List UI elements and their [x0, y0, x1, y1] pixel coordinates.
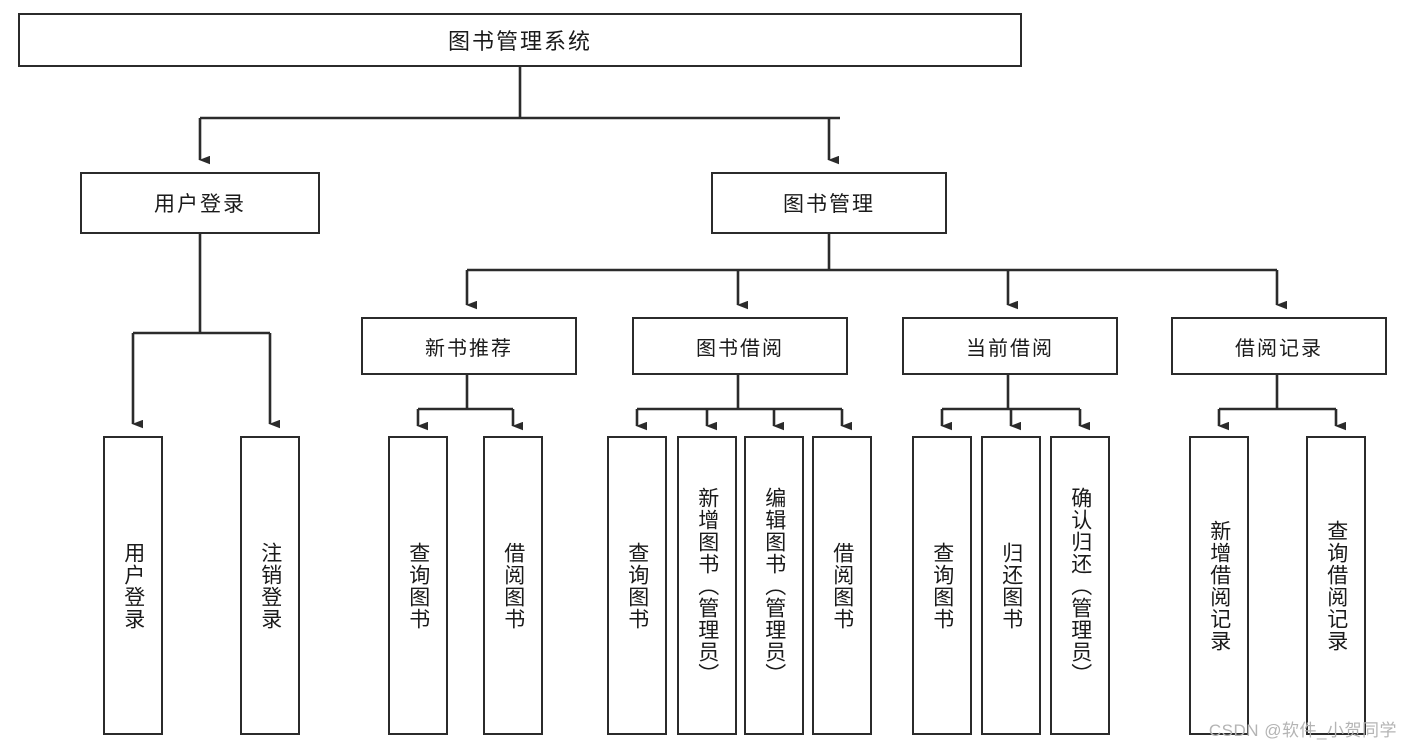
node-new-book-recommend[interactable]: 新书推荐	[361, 317, 577, 375]
leaf-query-book-current-label: 查询图书	[930, 541, 954, 630]
node-new-book-recommend-label: 新书推荐	[425, 337, 513, 360]
leaf-query-book-borrow[interactable]: 查询图书	[607, 436, 667, 735]
leaf-edit-book-admin[interactable]: 编辑图书（管理员）	[744, 436, 804, 735]
leaf-logout[interactable]: 注销登录	[240, 436, 300, 735]
leaf-add-borrow-record-label: 新增借阅记录	[1207, 519, 1231, 652]
node-book-management-label: 图书管理	[783, 193, 875, 216]
node-borrow-record-label: 借阅记录	[1235, 337, 1323, 360]
node-current-borrow[interactable]: 当前借阅	[902, 317, 1118, 375]
leaf-return-book[interactable]: 归还图书	[981, 436, 1041, 735]
node-user-login-label: 用户登录	[154, 193, 246, 216]
leaf-return-book-label: 归还图书	[999, 541, 1023, 630]
node-book-borrow-label: 图书借阅	[696, 337, 784, 360]
leaf-edit-book-admin-label: 编辑图书（管理员）	[762, 486, 786, 685]
node-root[interactable]: 图书管理系统	[18, 13, 1022, 67]
node-current-borrow-label: 当前借阅	[966, 337, 1054, 360]
leaf-query-book-recommend[interactable]: 查询图书	[388, 436, 448, 735]
node-user-login[interactable]: 用户登录	[80, 172, 320, 234]
leaf-add-book-admin[interactable]: 新增图书（管理员）	[677, 436, 737, 735]
node-book-management[interactable]: 图书管理	[711, 172, 947, 234]
leaf-logout-label: 注销登录	[258, 541, 282, 630]
leaf-borrow-book-recommend-label: 借阅图书	[501, 541, 525, 630]
leaf-query-book-borrow-label: 查询图书	[625, 541, 649, 630]
node-root-label: 图书管理系统	[447, 29, 592, 54]
leaf-borrow-book-recommend[interactable]: 借阅图书	[483, 436, 543, 735]
leaf-query-book-recommend-label: 查询图书	[406, 541, 430, 630]
leaf-query-book-current[interactable]: 查询图书	[912, 436, 972, 735]
csdn-watermark: CSDN @软件_小贺同学	[1208, 721, 1397, 740]
leaf-user-login[interactable]: 用户登录	[103, 436, 163, 735]
leaf-borrow-book-label: 借阅图书	[830, 541, 854, 630]
node-book-borrow[interactable]: 图书借阅	[632, 317, 848, 375]
leaf-query-borrow-record-label: 查询借阅记录	[1324, 519, 1348, 652]
leaf-borrow-book[interactable]: 借阅图书	[812, 436, 872, 735]
leaf-add-book-admin-label: 新增图书（管理员）	[695, 486, 719, 685]
node-borrow-record[interactable]: 借阅记录	[1171, 317, 1387, 375]
leaf-add-borrow-record[interactable]: 新增借阅记录	[1189, 436, 1249, 735]
leaf-user-login-label: 用户登录	[121, 541, 145, 630]
leaf-query-borrow-record[interactable]: 查询借阅记录	[1306, 436, 1366, 735]
leaf-confirm-return-admin-label: 确认归还（管理员）	[1068, 486, 1092, 685]
leaf-confirm-return-admin[interactable]: 确认归还（管理员）	[1050, 436, 1110, 735]
